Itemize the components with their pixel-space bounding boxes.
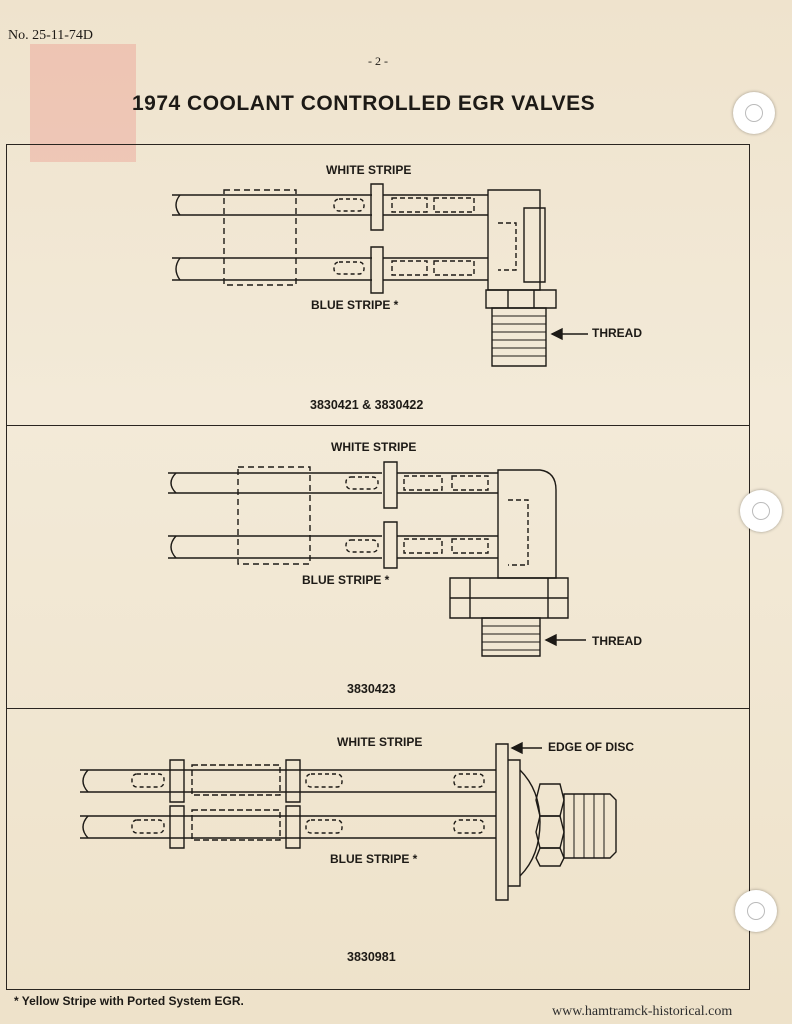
page-number: - 2 - [368, 54, 388, 68]
binder-hole [740, 490, 782, 532]
page-title: 1974 COOLANT CONTROLLED EGR VALVES [132, 92, 596, 115]
white-stripe-label: WHITE STRIPE [331, 440, 417, 454]
blue-stripe-label: BLUE STRIPE * [330, 852, 418, 866]
binder-hole [733, 92, 775, 134]
white-stripe-label: WHITE STRIPE [326, 163, 412, 177]
thread-label: THREAD [592, 326, 642, 340]
white-stripe-label: WHITE STRIPE [337, 735, 423, 749]
watermark: www.hamtramck-historical.com [552, 1004, 733, 1019]
blue-stripe-label: BLUE STRIPE * [302, 573, 390, 587]
blue-stripe-label: BLUE STRIPE * [311, 298, 399, 312]
document-number: No. 25-11-74D [8, 28, 94, 43]
bleed-through-logo [30, 44, 136, 162]
part-number: 3830423 [347, 682, 396, 696]
part-number: 3830981 [347, 950, 396, 964]
edge-of-disc-label: EDGE OF DISC [548, 740, 635, 754]
binder-hole [735, 890, 777, 932]
section-divider [6, 708, 750, 709]
diagram-frame [6, 144, 750, 990]
thread-label: THREAD [592, 634, 642, 648]
part-number: 3830421 & 3830422 [310, 398, 424, 412]
section-divider [6, 425, 750, 426]
footnote: * Yellow Stripe with Ported System EGR. [14, 994, 244, 1008]
